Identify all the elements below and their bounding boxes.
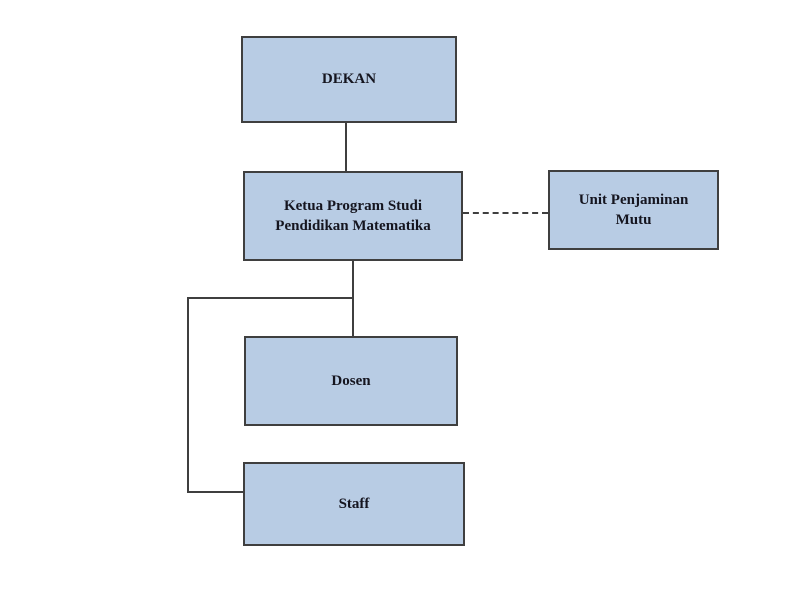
node-unit-penjaminan-mutu-label: Unit Penjaminan Mutu (578, 191, 689, 228)
node-dosen: Dosen (244, 336, 458, 426)
node-dekan: DEKAN (241, 36, 457, 123)
node-dosen-label: Dosen (331, 372, 371, 389)
edge-to-staff-horizontal (187, 491, 245, 493)
node-ketua-program-studi: Ketua Program Studi Pendidikan Matematik… (243, 171, 463, 261)
node-staff-label: Staff (338, 495, 370, 512)
node-unit-penjaminan-mutu: Unit Penjaminan Mutu (548, 170, 719, 250)
node-ketua-program-studi-label: Ketua Program Studi Pendidikan Matematik… (275, 197, 431, 234)
edge-branch-horizontal (187, 297, 354, 299)
edge-branch-vertical-left (187, 297, 189, 493)
node-staff: Staff (243, 462, 465, 546)
edge-dekan-to-kaprodi (345, 123, 347, 171)
node-dekan-label: DEKAN (321, 71, 377, 88)
edge-kaprodi-to-upm-dashed (463, 212, 548, 214)
